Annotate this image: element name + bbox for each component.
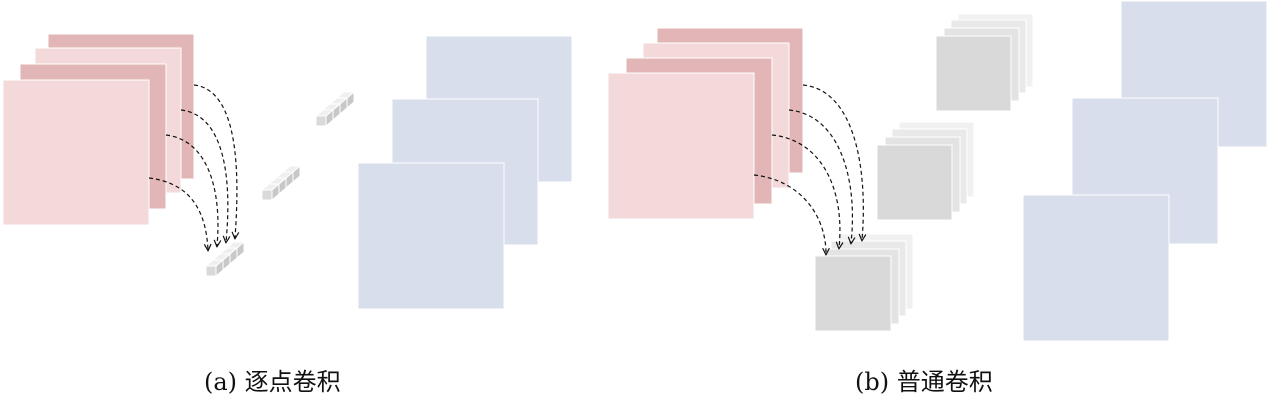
cube-face	[315, 115, 327, 127]
arrow-channel-2	[788, 109, 852, 243]
arrow-channel-2	[180, 109, 228, 242]
arrow-channel-3	[771, 134, 840, 248]
caption-pointwise-convolution: (a) 逐点卷积	[204, 368, 341, 396]
output-channel-3	[357, 162, 505, 310]
input-channel-4	[2, 79, 150, 226]
arrow-channel-3	[165, 134, 218, 246]
pointwise-kernel-1	[314, 90, 356, 128]
output-channel-3	[1022, 194, 1170, 342]
panel-b	[607, 0, 1268, 342]
cube-face	[261, 189, 273, 201]
kernel-slice	[935, 35, 1012, 112]
standard-kernel-3	[814, 233, 914, 332]
standard-kernels	[814, 13, 1034, 332]
arrow-channel-4	[148, 177, 208, 250]
input-feature-maps-a	[2, 33, 195, 226]
input-channel-4	[607, 72, 755, 220]
pointwise-kernels	[204, 90, 356, 278]
cube-face	[205, 265, 217, 277]
output-feature-maps-b	[1022, 0, 1268, 342]
arrow-channel-4	[753, 174, 826, 254]
pointwise-arrows	[148, 84, 237, 250]
pointwise-kernel-3	[204, 240, 246, 278]
arrow-channel-1	[193, 84, 237, 238]
output-feature-maps-a	[357, 35, 573, 310]
kernel-slice	[876, 144, 953, 221]
standard-arrows	[753, 84, 863, 254]
standard-kernel-1	[935, 13, 1034, 112]
panel-a	[2, 33, 573, 310]
input-feature-maps-b	[607, 27, 804, 220]
standard-kernel-2	[876, 121, 975, 221]
kernel-slice	[814, 255, 892, 332]
caption-standard-convolution: (b) 普通卷积	[855, 368, 993, 396]
pointwise-kernel-2	[260, 164, 302, 202]
arrow-channel-1	[802, 84, 863, 240]
